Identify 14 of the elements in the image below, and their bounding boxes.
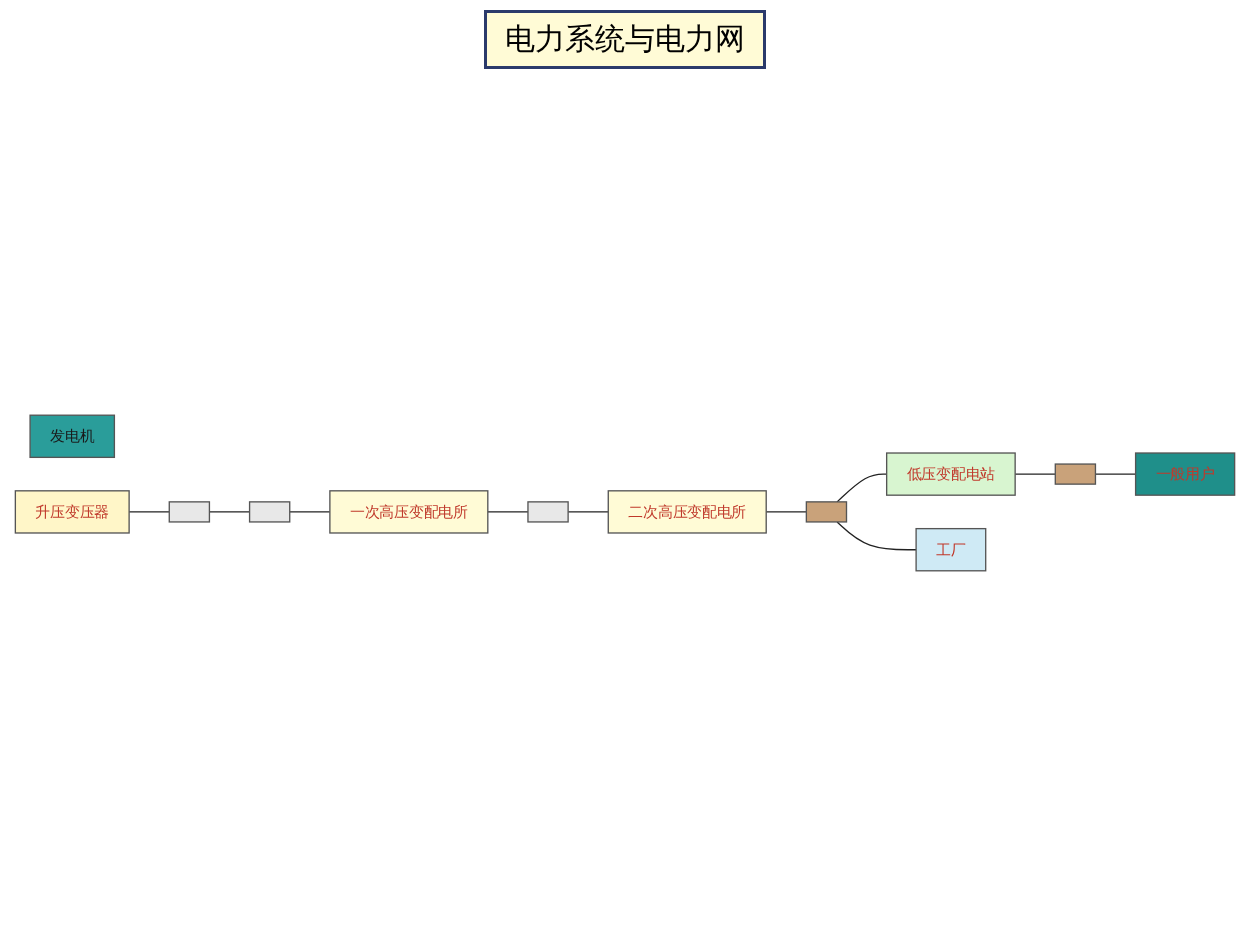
diagram-title: 电力系统与电力网 xyxy=(484,10,766,69)
connector xyxy=(836,521,917,551)
node-box: 发电机 xyxy=(29,414,116,459)
node-box xyxy=(248,501,291,523)
node-box xyxy=(527,501,569,523)
node-box: 升压变压器 xyxy=(14,490,130,534)
node-box: 一般用户 xyxy=(1134,452,1236,496)
node-box: 一次高压变配电所 xyxy=(329,490,489,534)
node-box xyxy=(1054,463,1097,485)
node-box xyxy=(168,501,211,523)
node-box: 工厂 xyxy=(915,527,987,572)
node-box: 二次高压变配电所 xyxy=(607,490,767,534)
node-box: 低压变配电站 xyxy=(886,452,1016,496)
node-box xyxy=(805,501,848,523)
